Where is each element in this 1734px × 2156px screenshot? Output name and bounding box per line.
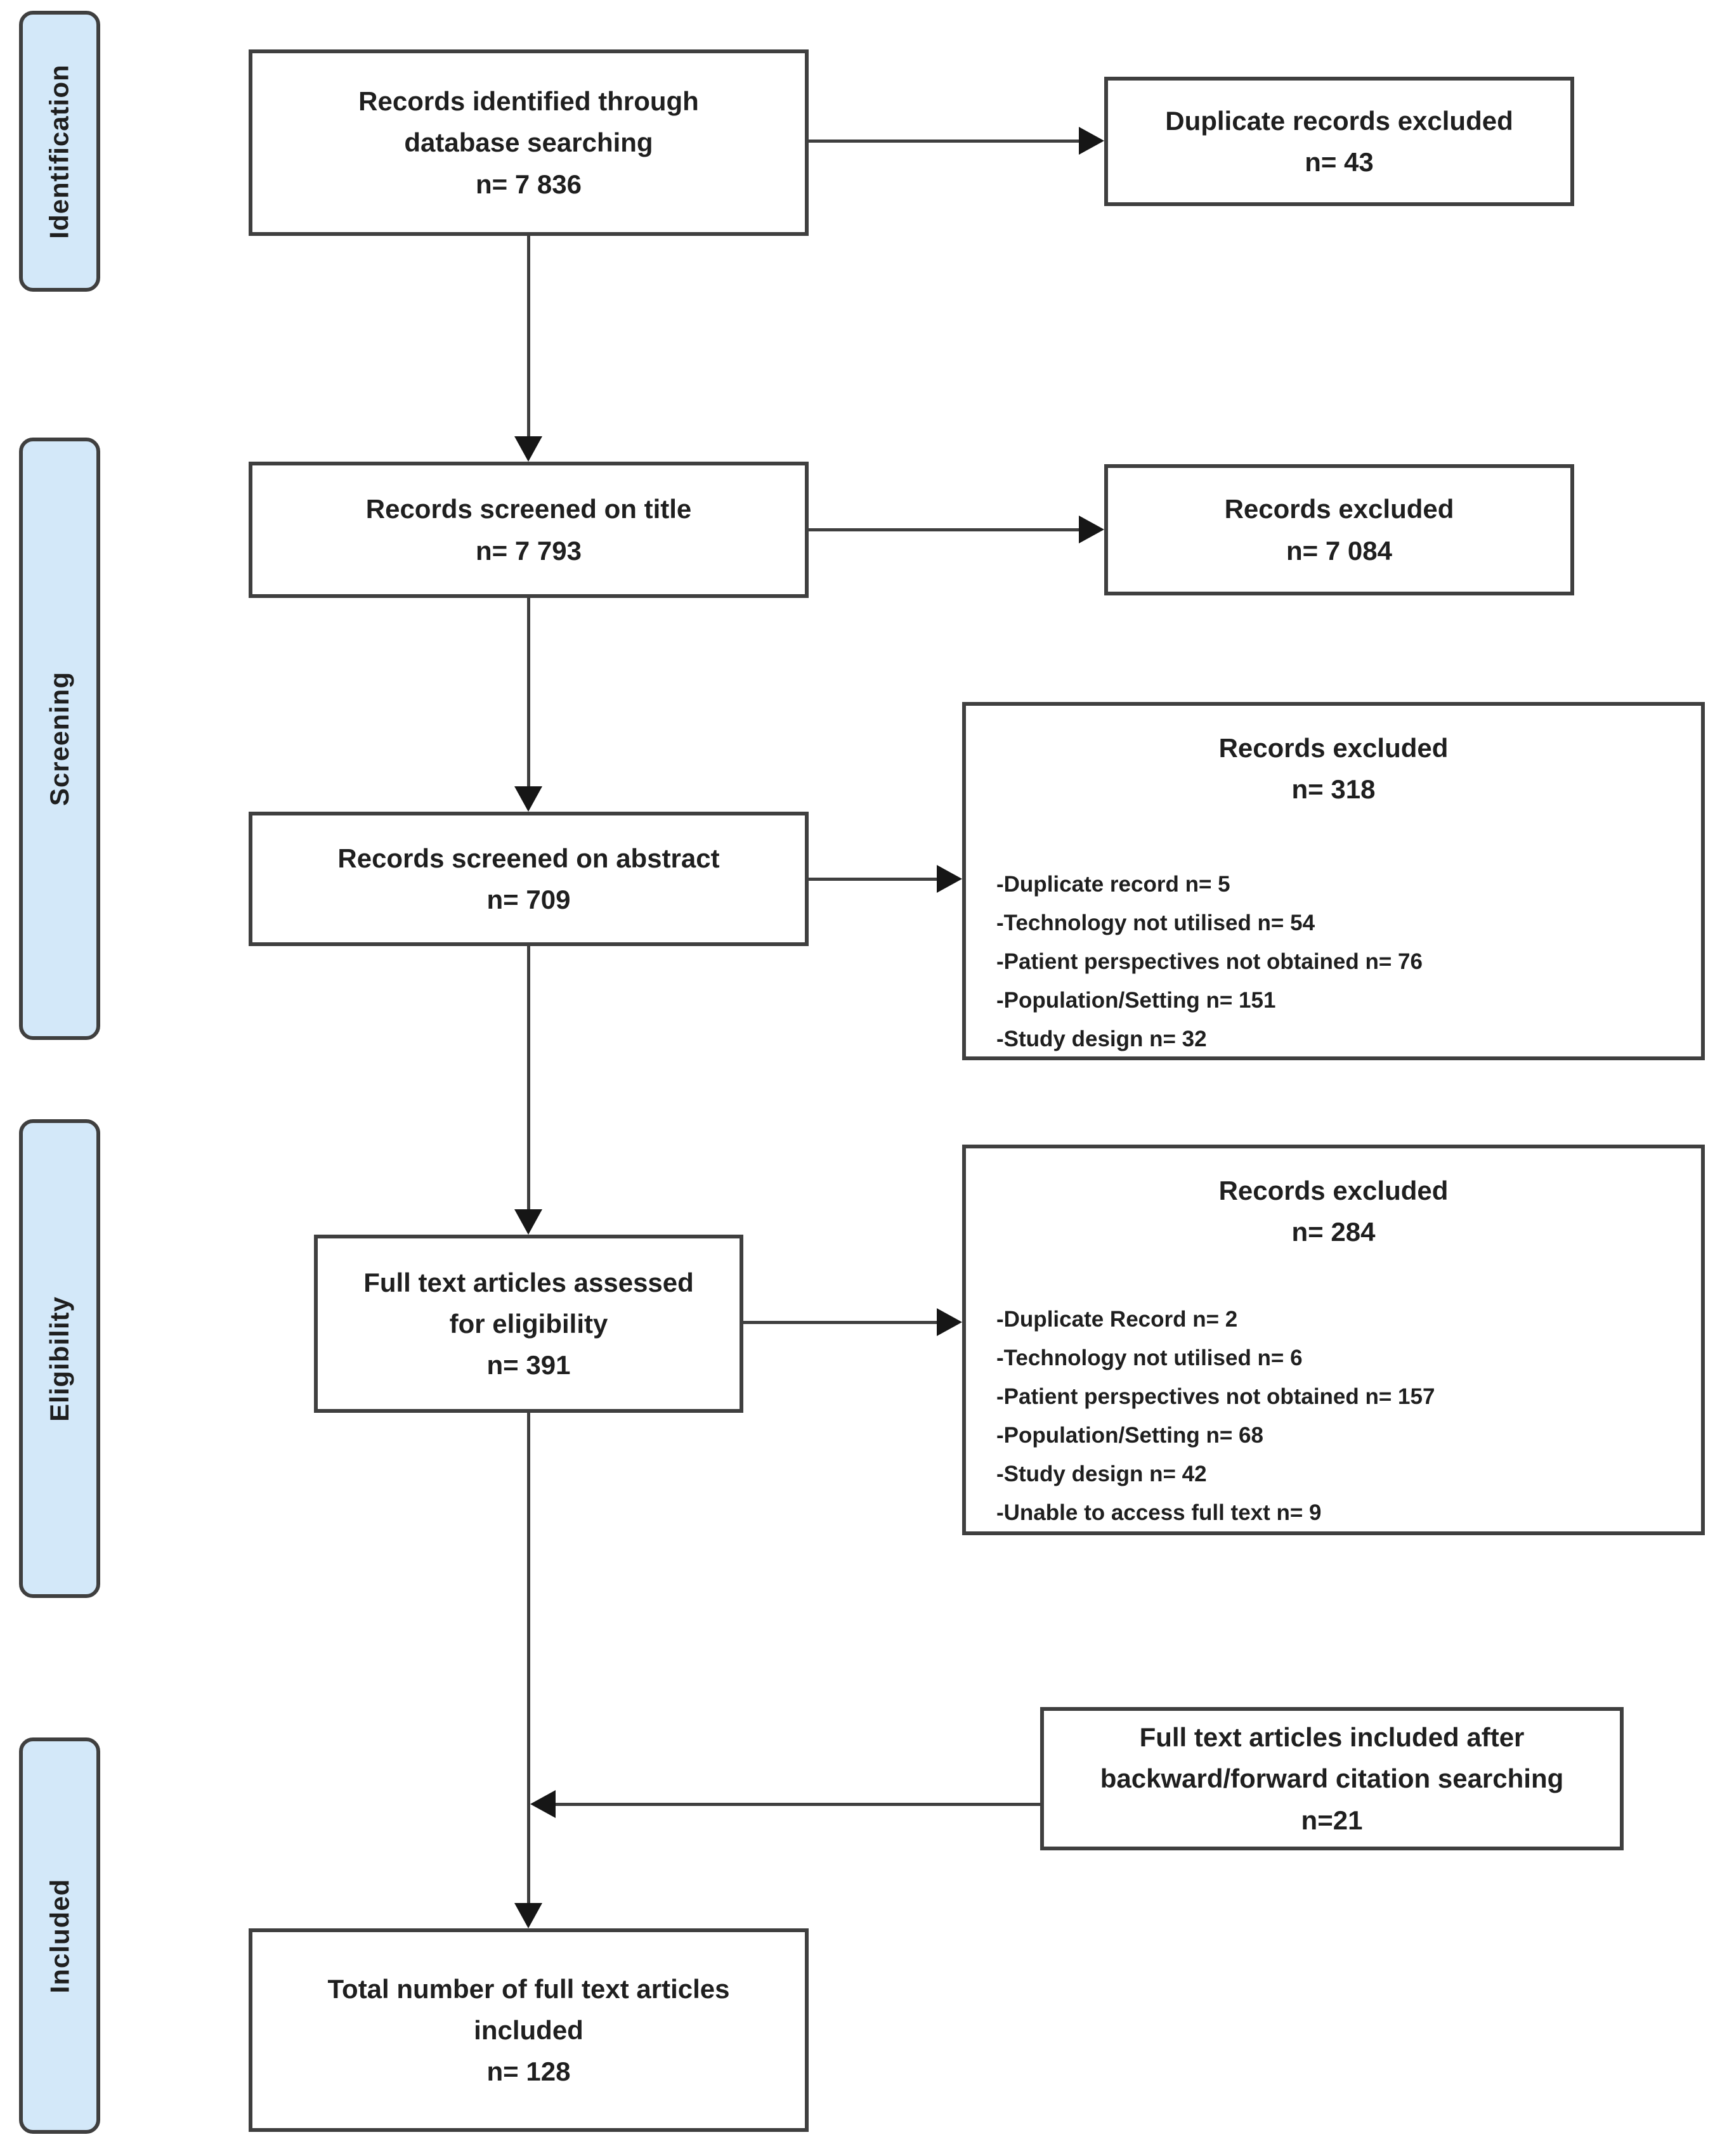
stage-screening: Screening [19, 438, 100, 1040]
box-records-identified-line-1: Records identified through [358, 86, 699, 117]
box-excluded-fulltext-heading: Records excluded [1218, 1176, 1449, 1205]
connector-abstract-to-fulltext [527, 946, 530, 1211]
box-duplicates-excluded: Duplicate records excluded n= 43 [1104, 77, 1574, 206]
box-total-included-line-2: included [474, 2015, 583, 2045]
connector-fulltext-to-total [527, 1413, 530, 1905]
box-excluded-title-line-1: Records excluded [1224, 494, 1454, 524]
connector-abstract-to-excluded [809, 878, 939, 881]
box-excluded-abstract-heading: Records excluded [1218, 733, 1449, 763]
box-screened-abstract: Records screened on abstract n= 709 [249, 812, 809, 946]
box-excluded-title-count: n= 7 084 [1286, 535, 1392, 566]
box-excluded-fulltext-count: n= 284 [1291, 1217, 1376, 1247]
connector-identified-to-screened-title [527, 236, 530, 439]
arrowhead-right-excluded-fulltext [937, 1308, 962, 1336]
arrowhead-right-duplicates [1079, 127, 1104, 155]
box-citation-included-line-2: backward/forward citation searching [1100, 1763, 1564, 1794]
arrowhead-right-excluded-abstract [937, 865, 962, 893]
box-fulltext-assessed-line-2: for eligibility [449, 1308, 608, 1339]
excluded-fulltext-reason-6: -Unable to access full text n= 9 [996, 1500, 1322, 1525]
excluded-fulltext-reason-5: -Study design n= 42 [996, 1461, 1207, 1486]
box-duplicates-excluded-line-1: Duplicate records excluded [1165, 105, 1513, 136]
stage-included: Included [19, 1737, 100, 2134]
box-total-included: Total number of full text articles inclu… [249, 1928, 809, 2132]
excluded-fulltext-reason-1: -Duplicate Record n= 2 [996, 1307, 1238, 1332]
arrowhead-down-fulltext [514, 1209, 542, 1235]
box-records-identified-count: n= 7 836 [476, 169, 582, 199]
box-fulltext-assessed: Full text articles assessed for eligibil… [314, 1235, 743, 1413]
excluded-abstract-reason-4: -Population/Setting n= 151 [996, 987, 1276, 1013]
excluded-fulltext-reason-2: -Technology not utilised n= 6 [996, 1346, 1303, 1371]
box-screened-title-line-1: Records screened on title [365, 494, 692, 524]
connector-screened-title-to-abstract [527, 598, 530, 788]
stage-identification-label: Identification [44, 63, 74, 239]
box-screened-abstract-count: n= 709 [486, 885, 571, 914]
box-records-identified: Records identified through database sear… [249, 49, 809, 236]
arrowhead-down-total [514, 1903, 542, 1928]
box-citation-included-line-1: Full text articles included after [1139, 1722, 1525, 1753]
connector-identified-to-duplicates [809, 140, 1081, 143]
excluded-abstract-reason-1: -Duplicate record n= 5 [996, 872, 1230, 897]
stage-identification: Identification [19, 11, 100, 292]
excluded-abstract-reason-2: -Technology not utilised n= 54 [996, 911, 1315, 936]
box-records-identified-line-2: database searching [404, 127, 653, 158]
connector-title-to-excluded [809, 528, 1081, 531]
box-excluded-abstract: Records excluded n= 318 -Duplicate recor… [962, 702, 1705, 1060]
stage-included-label: Included [44, 1878, 74, 1993]
box-excluded-title: Records excluded n= 7 084 [1104, 464, 1574, 595]
box-citation-included: Full text articles included after backwa… [1040, 1707, 1624, 1850]
box-screened-title-count: n= 7 793 [476, 535, 582, 566]
arrowhead-right-excluded-title [1079, 516, 1104, 543]
stage-eligibility: Eligibility [19, 1119, 100, 1598]
box-screened-title: Records screened on title n= 7 793 [249, 462, 809, 598]
box-excluded-fulltext-reasons: -Duplicate Record n= 2 -Technology not u… [966, 1301, 1701, 1532]
box-excluded-fulltext: Records excluded n= 284 -Duplicate Recor… [962, 1145, 1705, 1535]
excluded-fulltext-reason-3: -Patient perspectives not obtained n= 15… [996, 1384, 1435, 1409]
box-excluded-abstract-reasons: -Duplicate record n= 5 -Technology not u… [966, 866, 1701, 1058]
arrowhead-down-screened-title [514, 436, 542, 462]
connector-fulltext-to-excluded [743, 1321, 939, 1324]
stage-screening-label: Screening [44, 671, 75, 807]
box-fulltext-assessed-count: n= 391 [486, 1350, 571, 1380]
box-duplicates-excluded-count: n= 43 [1305, 147, 1374, 177]
excluded-abstract-reason-3: -Patient perspectives not obtained n= 76 [996, 949, 1423, 974]
box-citation-included-count: n=21 [1301, 1805, 1363, 1835]
excluded-abstract-reason-5: -Study design n= 32 [996, 1026, 1207, 1051]
box-screened-abstract-line-1: Records screened on abstract [337, 843, 720, 873]
connector-citation-to-spine [553, 1803, 1040, 1806]
stage-eligibility-label: Eligibility [44, 1296, 74, 1422]
box-fulltext-assessed-line-1: Full text articles assessed [363, 1267, 694, 1297]
arrowhead-down-screened-abstract [514, 786, 542, 812]
box-total-included-line-1: Total number of full text articles [327, 1973, 730, 2004]
excluded-fulltext-reason-4: -Population/Setting n= 68 [996, 1422, 1263, 1448]
arrowhead-left-citation [530, 1790, 556, 1818]
box-excluded-abstract-count: n= 318 [1291, 774, 1376, 805]
box-total-included-count: n= 128 [486, 2056, 571, 2087]
